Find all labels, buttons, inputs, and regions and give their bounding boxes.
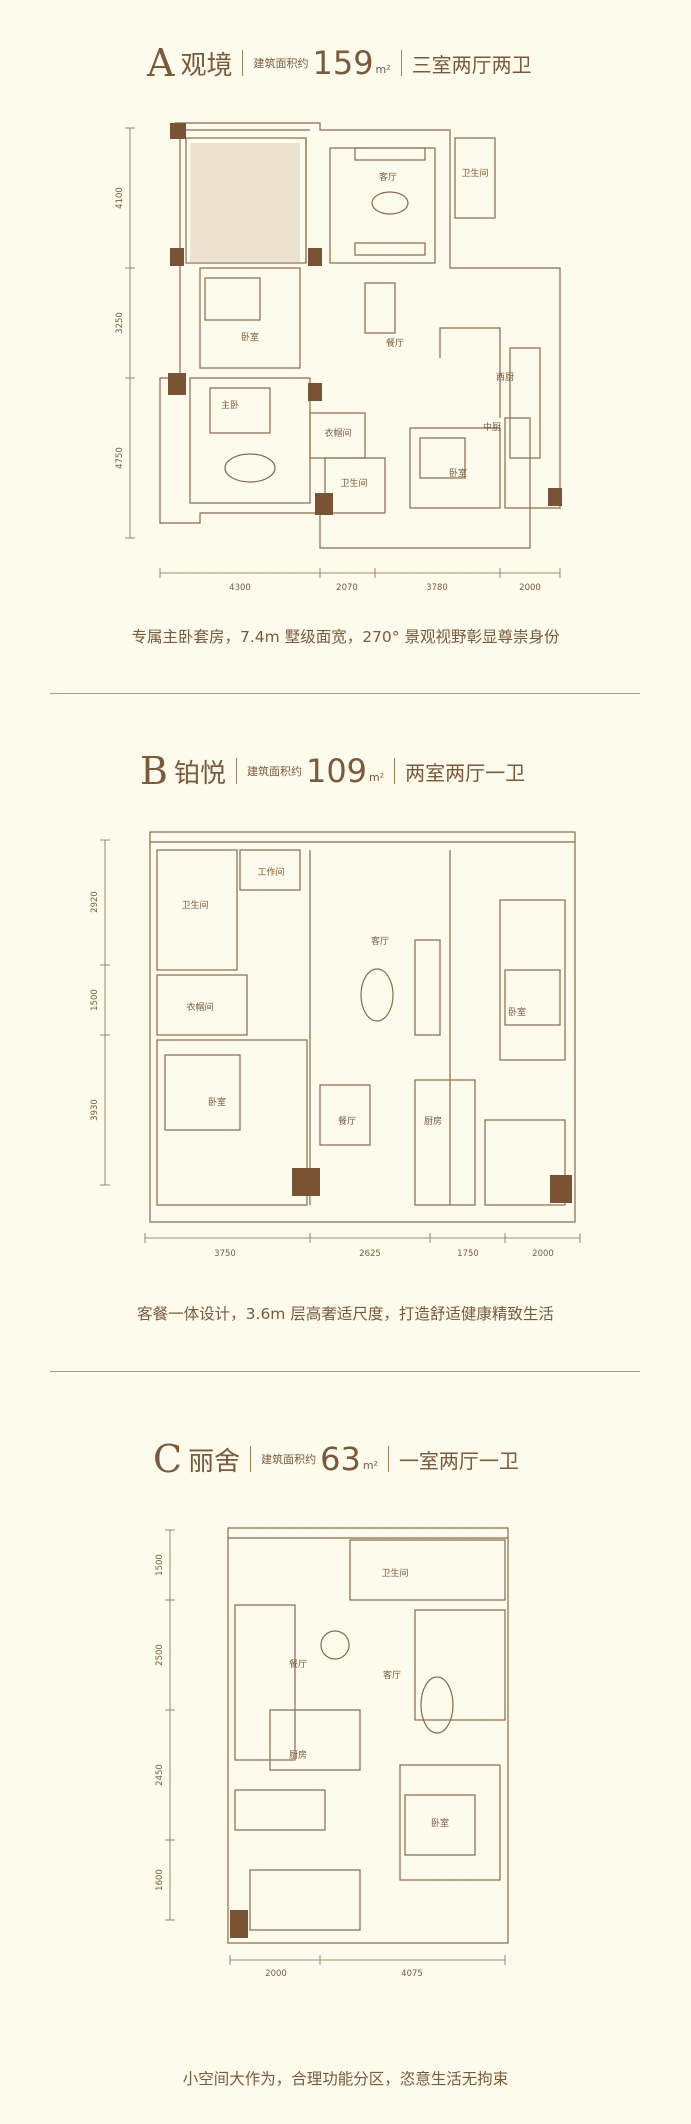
plan-a-area: 159: [312, 44, 374, 82]
room-label: 厨房: [424, 1115, 442, 1127]
room-label: 卧室: [208, 1096, 226, 1108]
room-label: 卧室: [431, 1817, 449, 1829]
plan-a-name: 观境: [180, 50, 233, 81]
plan-c-area: 63: [320, 1440, 361, 1478]
dim-bottom: 2070: [336, 583, 358, 593]
room-label: 中厨: [483, 421, 501, 433]
plan-c-header: C 丽舍 建筑面积约 63 m² 一室两厅一卫: [153, 1440, 519, 1478]
room-label: 西厨: [496, 372, 514, 383]
header-separator: [387, 1446, 389, 1472]
dim-left: 3250: [115, 312, 125, 334]
room-label: 卧室: [241, 331, 259, 343]
plan-b-letter: B: [140, 749, 168, 793]
plan-b-name: 铂悦: [173, 758, 226, 789]
area-label: 建筑面积约: [253, 57, 309, 70]
dim-left: 1500: [90, 989, 100, 1011]
dim-bottom: 2000: [265, 1969, 287, 1979]
area-unit: m²: [375, 63, 391, 76]
room-label: 客厅: [379, 171, 397, 183]
room-label: 卧室: [508, 1006, 526, 1018]
plan-a-floorplan: 客厅 卫生间 卧室 餐厅 西厨 主卧 衣帽间 中厨 卧室 卫生间 4100: [115, 122, 562, 593]
room-label: 卫生间: [461, 167, 488, 179]
room-label: 卧室: [449, 467, 467, 479]
plan-b-floorplan: 工作间 卫生间 客厅 衣帽间 卧室 卧室 餐厅 厨房 2920 1500 393…: [90, 831, 581, 1259]
dim-left: 4750: [115, 447, 125, 469]
dim-bottom: 4300: [229, 583, 251, 593]
dim-bottom: 3780: [426, 583, 448, 593]
header-separator: [235, 758, 237, 784]
divider: [50, 1371, 640, 1372]
area-label: 建筑面积约: [246, 765, 302, 778]
header-separator: [250, 1446, 252, 1472]
plan-b-type: 两室两厅一卫: [405, 760, 526, 785]
dim-left: 4100: [115, 187, 125, 209]
room-label: 餐厅: [386, 337, 404, 349]
divider: [50, 693, 640, 694]
plan-b-header: B 铂悦 建筑面积约 109 m² 两室两厅一卫: [140, 752, 525, 790]
plan-c-letter: C: [153, 1437, 183, 1481]
header-separator: [242, 50, 244, 76]
dim-bottom: 1750: [457, 1249, 479, 1259]
dim-bottom: 3750: [214, 1249, 236, 1259]
dim-left: 3930: [90, 1099, 100, 1121]
header-separator: [394, 758, 396, 784]
room-label: 卫生间: [381, 1567, 408, 1579]
dim-bottom: 4075: [401, 1969, 423, 1979]
plan-b-area: 109: [305, 752, 368, 790]
room-label: 餐厅: [289, 1658, 307, 1670]
plan-c-floorplan: 卫生间 餐厅 客厅 厨房 卧室 1500 2500 2450 1600 2000…: [155, 1527, 509, 1979]
header-separator: [400, 50, 402, 76]
dim-left: 2920: [90, 891, 100, 913]
area-unit: m²: [362, 1459, 378, 1472]
room-label: 衣帽间: [186, 1001, 213, 1013]
dim-left: 1500: [155, 1554, 165, 1576]
room-label: 工作间: [257, 866, 284, 878]
room-label: 衣帽间: [324, 427, 351, 439]
plan-a-header: A 观境 建筑面积约 159 m² 三室两厅两卫: [147, 44, 532, 82]
room-label: 卫生间: [181, 899, 208, 911]
dim-bottom: 2000: [519, 583, 541, 593]
plan-b-caption: 客餐一体设计，3.6m 层高奢适尺度，打造舒适健康精致生活: [137, 1305, 554, 1323]
plan-c-caption: 小空间大作为，合理功能分区，恣意生活无拘束: [182, 2070, 509, 2088]
area-label: 建筑面积约: [261, 1453, 317, 1466]
dim-left: 1600: [155, 1869, 165, 1891]
plan-a-caption: 专属主卧套房，7.4m 墅级面宽，270° 景观视野彰显尊崇身份: [131, 628, 560, 646]
dim-bottom: 2000: [532, 1249, 554, 1259]
dim-left: 2500: [155, 1644, 165, 1666]
room-label: 主卧: [221, 399, 239, 411]
dim-left: 2450: [155, 1764, 165, 1786]
plan-a-type: 三室两厅两卫: [411, 52, 532, 77]
room-label: 厨房: [289, 1749, 307, 1761]
plan-c-name: 丽舍: [188, 1446, 241, 1477]
room-label: 客厅: [383, 1669, 401, 1681]
plan-c-type: 一室两厅一卫: [398, 1448, 519, 1473]
room-label: 卫生间: [340, 477, 367, 489]
dim-bottom: 2625: [359, 1249, 381, 1259]
room-label: 餐厅: [338, 1115, 356, 1127]
area-unit: m²: [369, 771, 385, 784]
plan-a-letter: A: [147, 41, 175, 85]
room-label: 客厅: [371, 935, 389, 947]
